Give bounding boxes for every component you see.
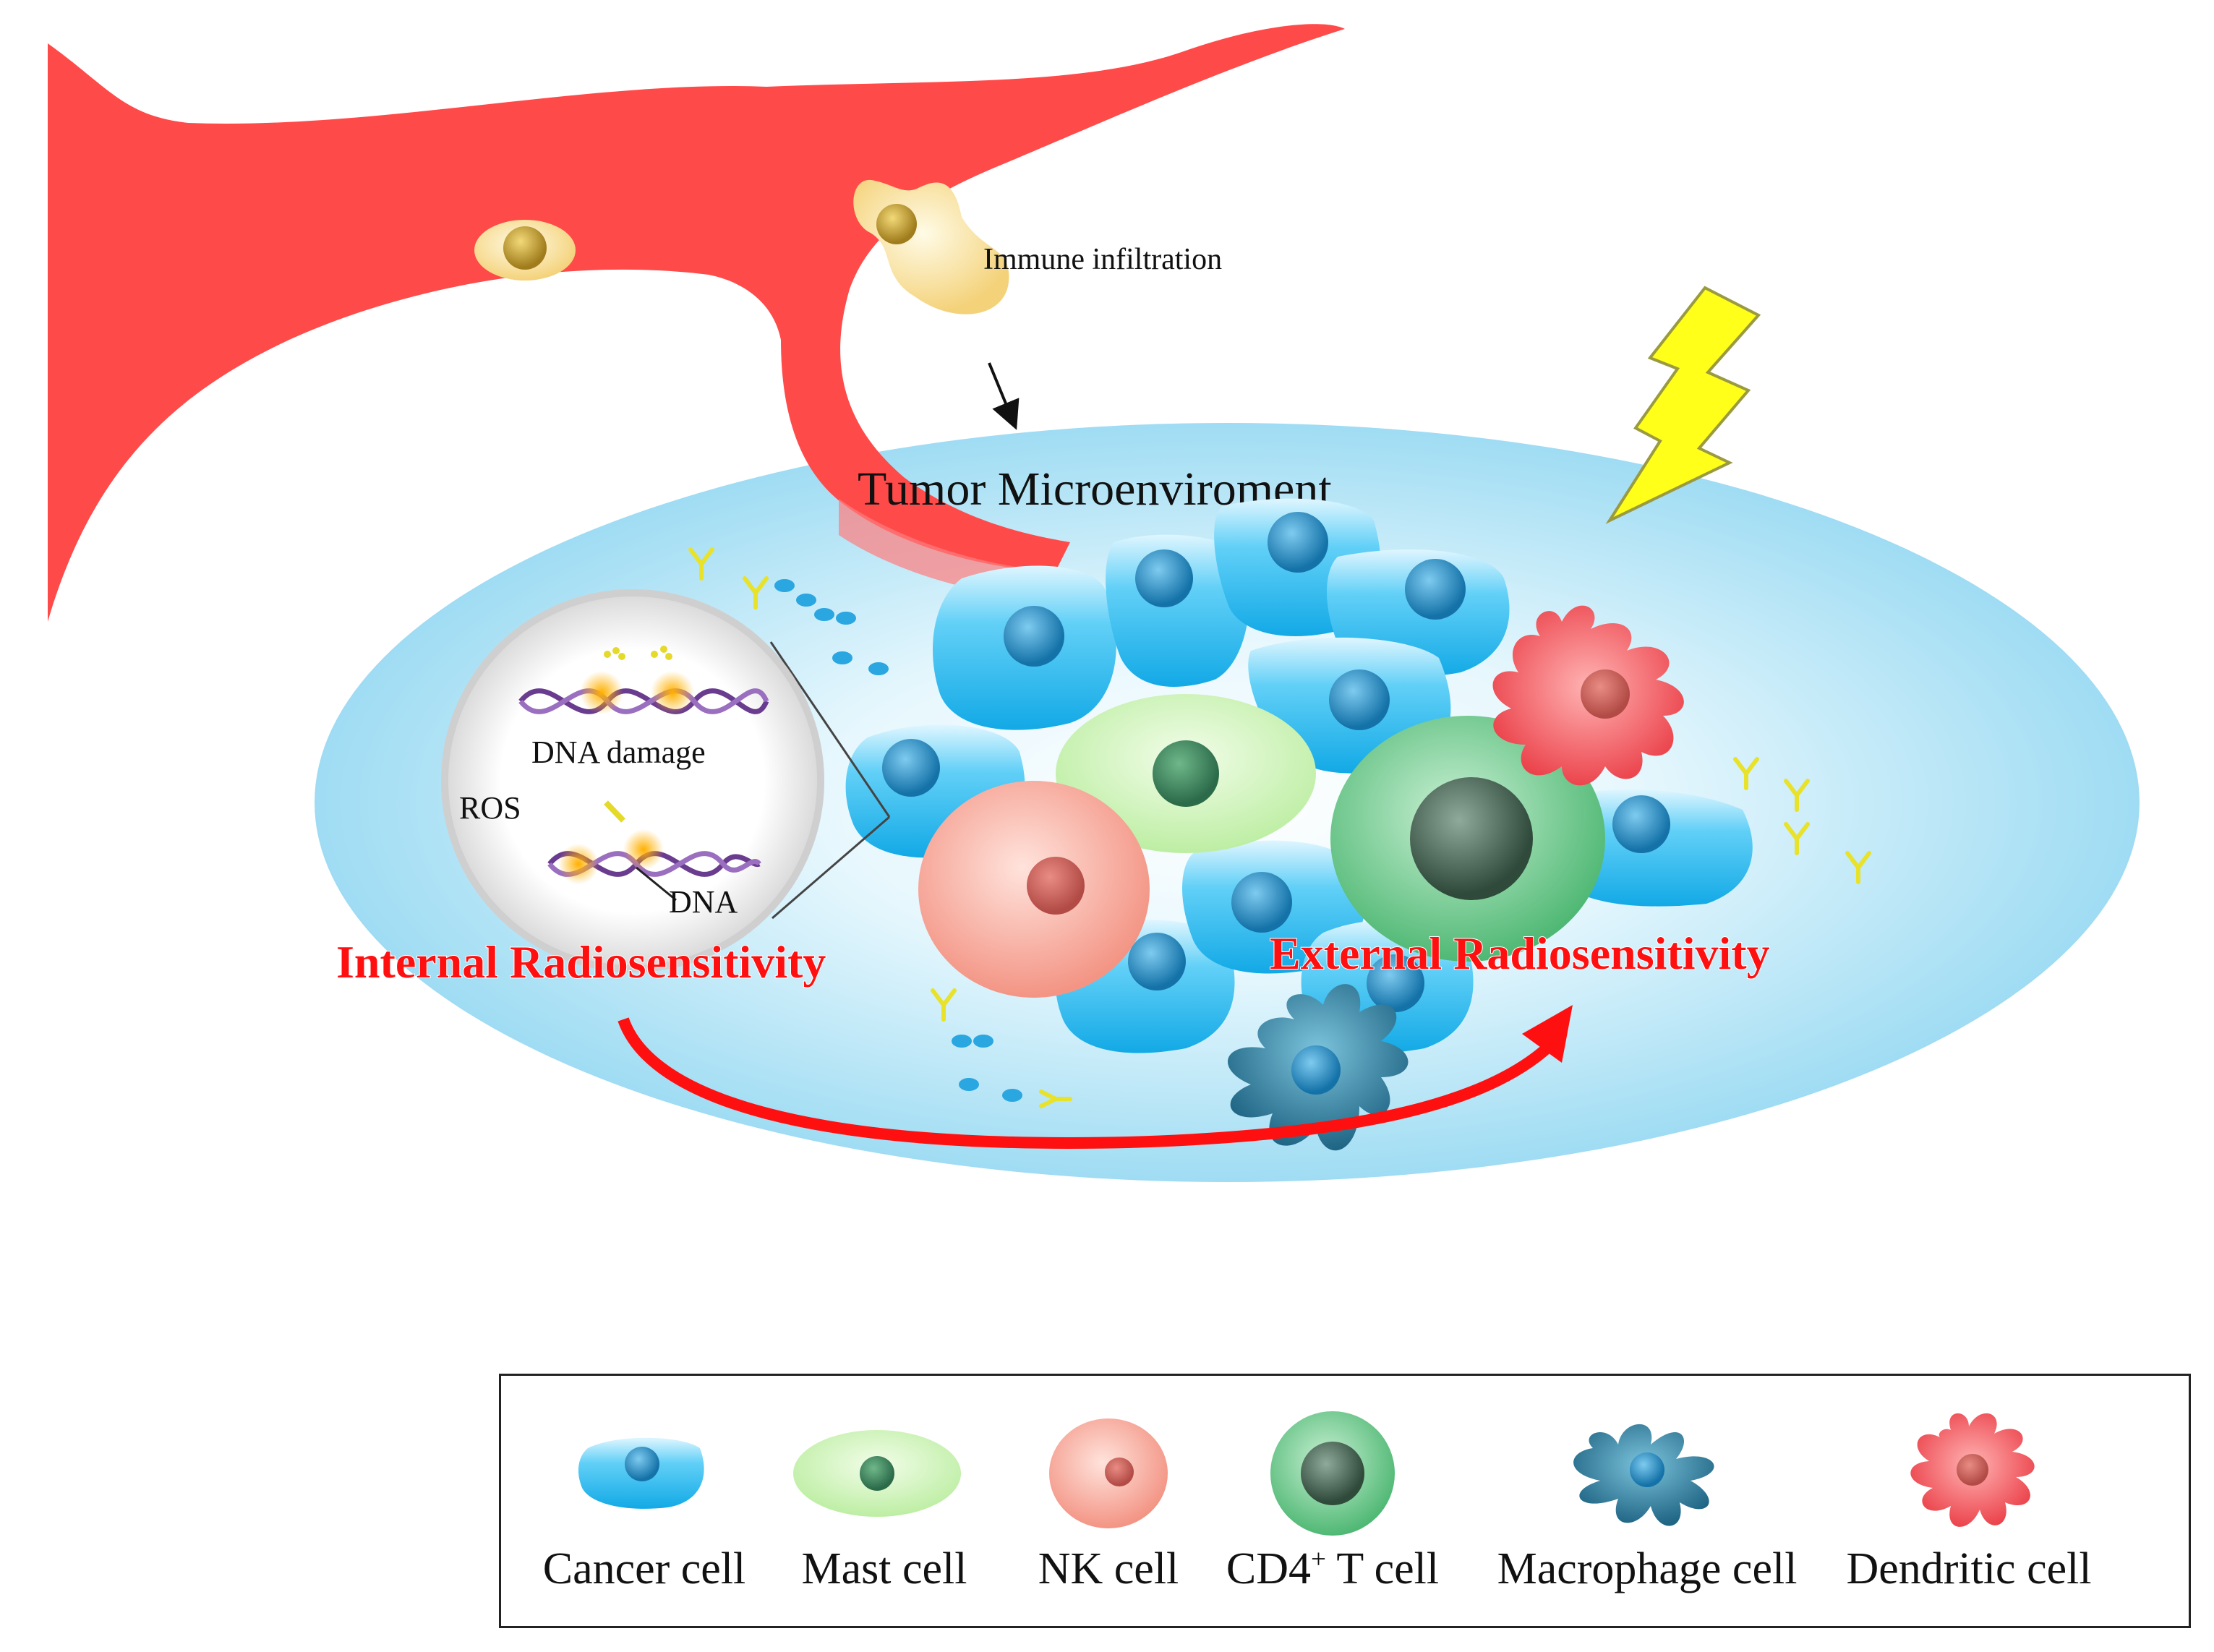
legend-label-cd4-t-cell: CD4+ T cell	[1226, 1544, 1440, 1593]
dendritic-cell	[1492, 605, 1684, 786]
cytokine-dots	[774, 579, 1022, 1102]
dna-magnifier: DNA damage ROS DNA	[441, 589, 891, 972]
legend-item-nk-cell	[1047, 1416, 1170, 1531]
legend-item-macrophage-cell	[1550, 1405, 1745, 1535]
nk-cell	[918, 781, 1150, 998]
legend-label-dendritic-cell: Dendritic cell	[1846, 1544, 2092, 1593]
legend-label-mast-cell: Mast cell	[801, 1544, 967, 1593]
mast-cell	[1056, 694, 1316, 853]
ros-label: ROS	[459, 790, 521, 826]
macrophage-cell-icon	[1573, 1424, 1714, 1526]
cancer-cell-icon	[578, 1437, 704, 1509]
antibody-markers	[688, 547, 1871, 1108]
legend-item-cd4-t-cell	[1268, 1408, 1398, 1538]
mast-cell-icon	[793, 1430, 961, 1517]
legend-item-mast-cell	[790, 1426, 964, 1520]
dna-damage-label: DNA damage	[531, 735, 706, 770]
external-radiosensitivity-label: External Radiosensitivity	[1270, 928, 1770, 979]
immune-infiltration-label: Immune infiltration	[983, 243, 1222, 276]
cancer-cell-cluster	[845, 498, 1753, 1053]
cd4-t-cell	[1330, 716, 1605, 962]
cd4-t-cell-icon	[1270, 1411, 1395, 1536]
legend-label-cancer-cell: Cancer cell	[542, 1544, 746, 1593]
radiosensitivity-arrow	[617, 1005, 1573, 1149]
legend-label-macrophage-cell: Macrophage cell	[1497, 1544, 1798, 1593]
dendritic-cell-icon	[1910, 1413, 2035, 1527]
legend-label-nk-cell: NK cell	[1038, 1544, 1179, 1593]
nk-cell-icon	[1049, 1418, 1168, 1528]
dna-label: DNA	[669, 884, 738, 920]
macrophage-cell	[1227, 984, 1409, 1151]
radiation-lightning-icon	[1605, 286, 1761, 524]
infiltration-arrow	[988, 362, 1020, 430]
dna-helix-damaged	[518, 688, 769, 714]
legend-item-dendritic-cell	[1900, 1405, 2045, 1535]
migrating-immune-cell	[853, 179, 1009, 314]
internal-radiosensitivity-label: Internal Radiosensitivity	[336, 936, 826, 988]
legend: Cancer cell Mast cell NK cell CD4+ T cel…	[499, 1374, 2191, 1628]
immune-cell-in-vessel	[474, 220, 576, 281]
legend-item-cancer-cell	[573, 1426, 711, 1513]
